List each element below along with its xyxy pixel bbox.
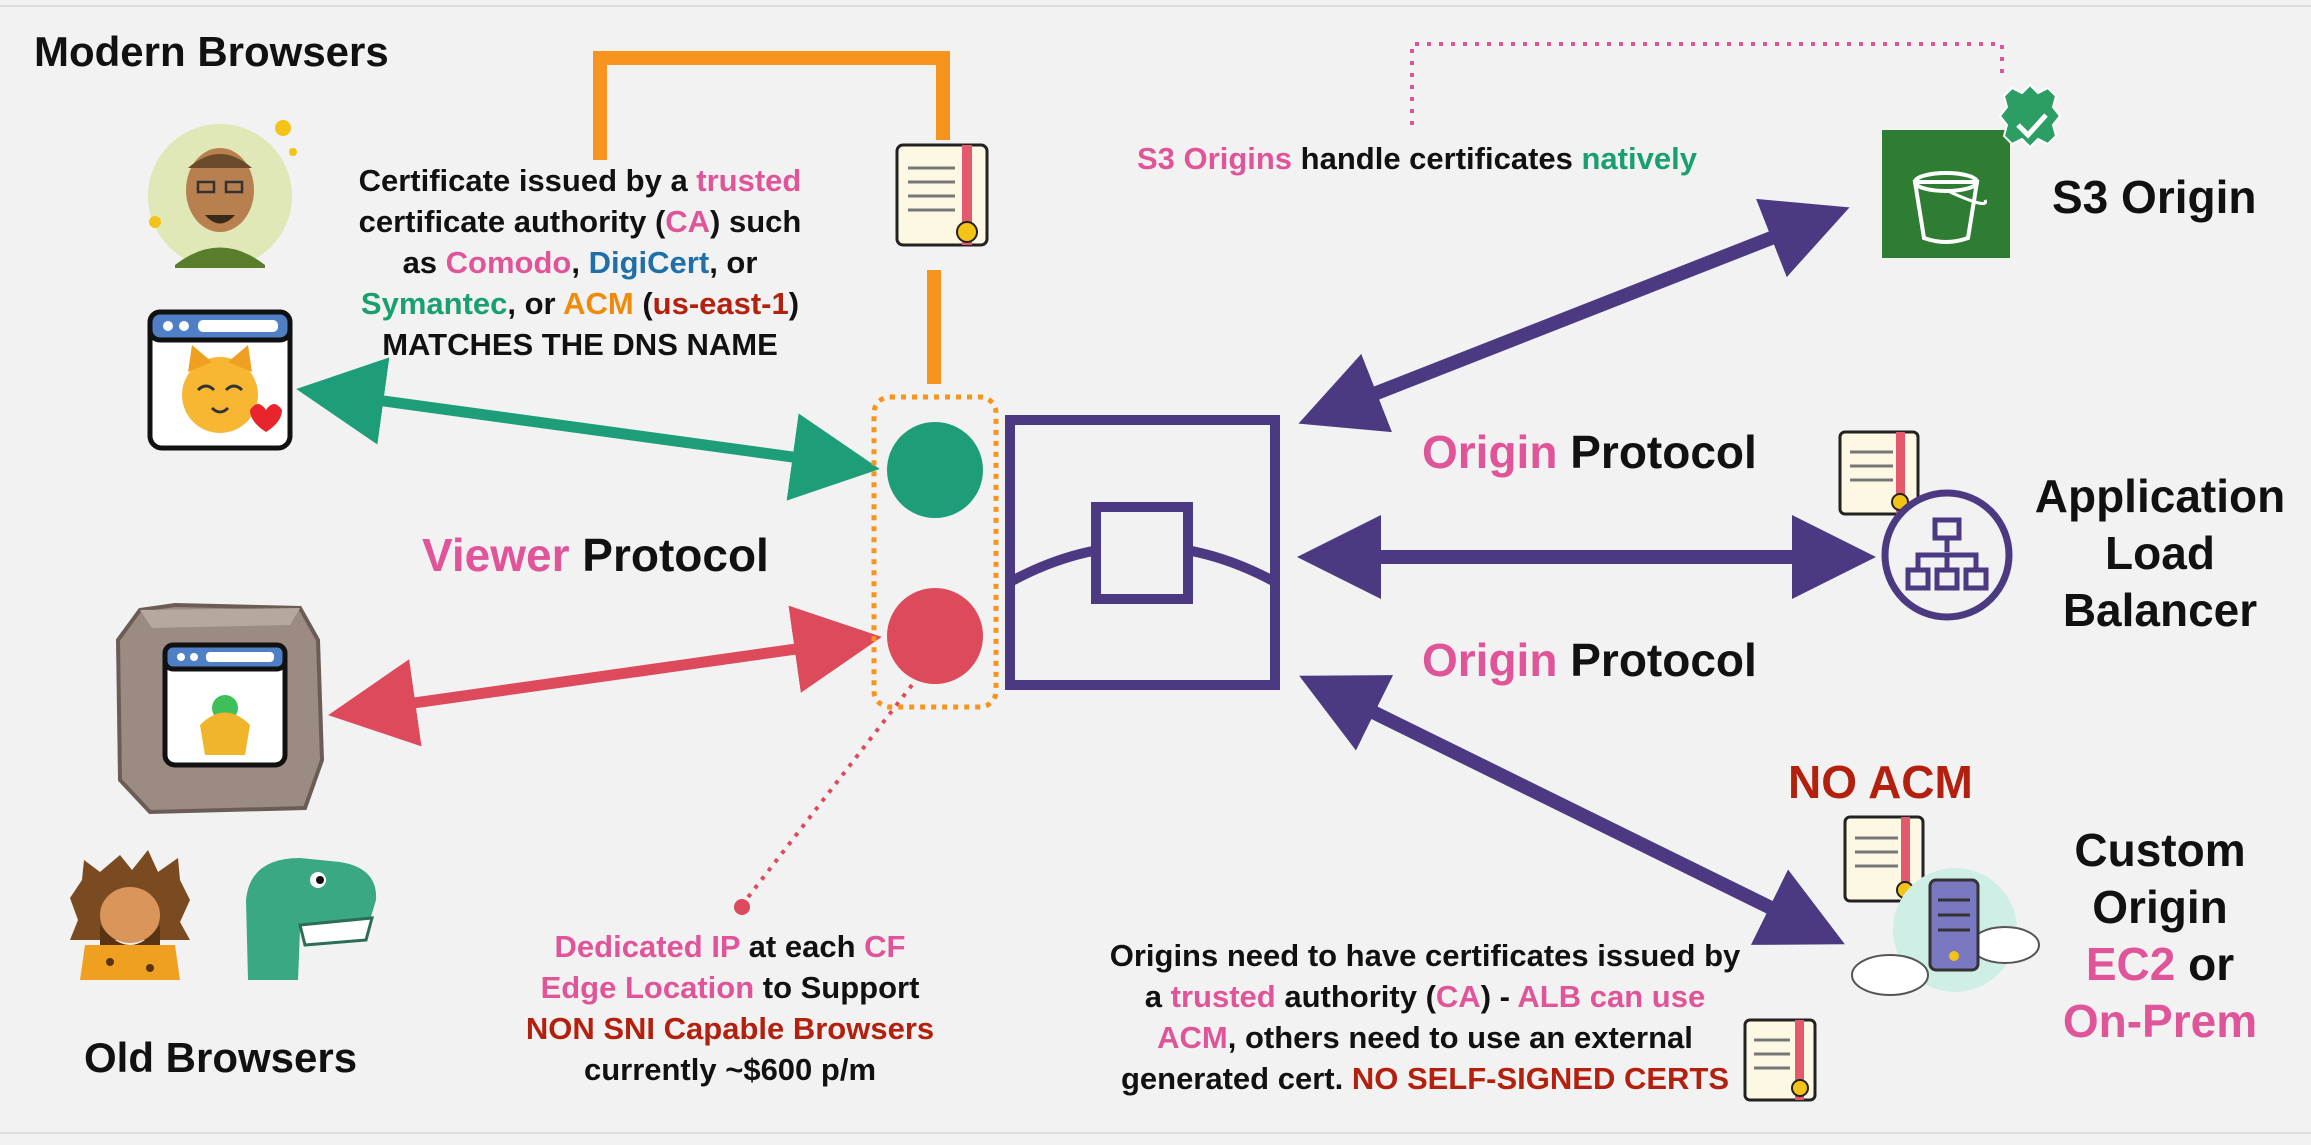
cert-note-line-4: Symantec, or ACM (us-east-1): [340, 283, 820, 324]
dedicated-ip-text: Dedicated IP: [554, 929, 741, 964]
alb-label-line: Application: [2034, 470, 2286, 522]
onprem-text: On-Prem: [2062, 995, 2258, 1047]
ec2-text: EC2: [2085, 938, 2176, 990]
sni-ip-dot: [887, 422, 983, 518]
origin-word: Origin: [1422, 634, 1558, 686]
origin-note-line-3: ACM, others need to use an external: [1070, 1017, 1780, 1058]
custom-origin-line: Origin: [2092, 881, 2228, 933]
origin-note-line-4: generated cert. NO SELF-SIGNED CERTS: [1070, 1058, 1780, 1099]
cert-trusted: trusted: [696, 163, 802, 198]
cert-text: , or: [507, 286, 564, 321]
dedicated-line-2: Edge Location to Support: [490, 967, 970, 1008]
s3-native-note: S3 Origins handle certificates natively: [1137, 138, 1697, 179]
cert-text: ) such: [710, 204, 802, 239]
dedicated-ip-dot-large: [887, 588, 983, 684]
s3-natively-text: natively: [1581, 141, 1697, 176]
origin-note-text: authority (: [1275, 979, 1436, 1014]
certificate-doc-icon-top: [895, 143, 989, 247]
cert-text: , or: [709, 245, 758, 280]
caveman-icon: [70, 850, 190, 980]
cert-digicert: DigiCert: [588, 245, 710, 280]
origin-note-text: generated cert.: [1120, 1061, 1352, 1096]
viewer-protocol-label: Viewer Protocol: [422, 528, 769, 582]
dedicated-ip-dot: [734, 899, 750, 915]
origin-note-line-2: a trusted authority (CA) - ALB can use: [1070, 976, 1780, 1017]
alb-can-use-text: ALB can use: [1517, 979, 1706, 1014]
dedicated-line-1: Dedicated IP at each CF: [490, 926, 970, 967]
certificate-note: Certificate issued by a trusted certific…: [340, 160, 820, 365]
s3-origin-label: S3 Origin: [2052, 171, 2257, 223]
cert-symantec: Symantec: [360, 286, 508, 321]
alb-label: Application Load Balancer: [2020, 468, 2300, 639]
custom-origin-server-icon: [1843, 815, 2040, 996]
cert-text: (: [633, 286, 653, 321]
no-self-signed-text: NO SELF-SIGNED CERTS: [1351, 1061, 1730, 1096]
origin-note-line-1: Origins need to have certificates issued…: [1109, 938, 1741, 973]
s3-dotted-bracket: [1410, 42, 2004, 125]
origin-trusted-text: trusted: [1170, 979, 1276, 1014]
origin-note-text: a: [1144, 979, 1171, 1014]
s3-note-text: handle certificates: [1292, 141, 1582, 176]
cert-bracket-line: [593, 51, 950, 160]
modern-browser-icon: [147, 309, 293, 451]
dedicated-text: at each: [740, 929, 865, 964]
cert-text: ): [788, 286, 800, 321]
edge-location-text: Edge Location: [540, 970, 755, 1005]
origin-protocol-label-upper: Origin Protocol: [1422, 425, 1757, 479]
protocol-word: Protocol: [1570, 426, 1757, 478]
modern-browsers-heading: Modern Browsers: [34, 28, 389, 75]
no-acm-label: NO ACM: [1788, 756, 1973, 808]
s3-origins-text: S3 Origins: [1137, 141, 1293, 176]
origin-protocol-label-lower: Origin Protocol: [1422, 633, 1757, 687]
dedicated-ip-dotted-line: [740, 683, 914, 907]
cert-note-line-3: as Comodo, DigiCert, or: [340, 242, 820, 283]
custom-origin-ec2-line: EC2 or: [2020, 936, 2300, 993]
certificate-doc-icon-bottom: [1743, 1018, 1817, 1102]
protocol-word: Protocol: [1570, 634, 1757, 686]
origin-word: Origin: [1422, 426, 1558, 478]
origin-note-text: , others need to use an external: [1227, 1020, 1693, 1055]
protocol-word: Protocol: [582, 529, 769, 581]
or-text: or: [2175, 938, 2235, 990]
custom-origin-label: Custom Origin EC2 or On-Prem: [2020, 822, 2300, 1050]
s3-origin-arrow: [1298, 198, 1850, 433]
cloudfront-edge-icon: [1005, 415, 1280, 690]
cert-note-line-1: Certificate issued by a trusted: [340, 160, 820, 201]
dedicated-ip-note: Dedicated IP at each CF Edge Location to…: [490, 926, 970, 1090]
cert-acm: ACM: [563, 286, 634, 321]
alb-icon: [1838, 430, 2013, 621]
modern-viewer-arrow: [296, 357, 880, 501]
dedicated-text: to Support: [754, 970, 920, 1005]
origin-ca-text: CA: [1435, 979, 1481, 1014]
cert-comodo: Comodo: [445, 245, 572, 280]
acm-text: ACM: [1157, 1020, 1228, 1055]
cert-text: certificate authority (: [358, 204, 666, 239]
cert-text: ,: [571, 245, 589, 280]
person-avatar-icon: [148, 120, 297, 268]
alb-label-line: Load: [2105, 527, 2215, 579]
cert-note-line-5: MATCHES THE DNS NAME: [382, 327, 778, 362]
cert-region: us-east-1: [652, 286, 789, 321]
price-text: currently ~$600 p/m: [583, 1052, 877, 1087]
custom-origin-arrow: [1299, 675, 1845, 945]
old-viewer-arrow: [328, 605, 882, 747]
alb-label-line: Balancer: [2062, 584, 2258, 636]
cert-text: as: [402, 245, 446, 280]
dinosaur-icon: [246, 858, 377, 980]
viewer-word: Viewer: [422, 529, 570, 581]
old-browser-icon: [115, 602, 325, 815]
s3-bucket-icon: [1882, 83, 2062, 258]
edge-ip-box: [871, 394, 999, 710]
origin-certificate-note: Origins need to have certificates issued…: [1070, 935, 1780, 1099]
cert-ca: CA: [665, 204, 711, 239]
origin-note-text: ) -: [1480, 979, 1518, 1014]
cert-text: Certificate issued by a: [358, 163, 697, 198]
non-sni-text: NON SNI Capable Browsers: [525, 1011, 935, 1046]
old-browsers-heading: Old Browsers: [84, 1034, 358, 1081]
cf-text: CF: [864, 929, 906, 964]
custom-origin-line: Custom: [2074, 824, 2246, 876]
cert-note-line-2: certificate authority (CA) such: [340, 201, 820, 242]
